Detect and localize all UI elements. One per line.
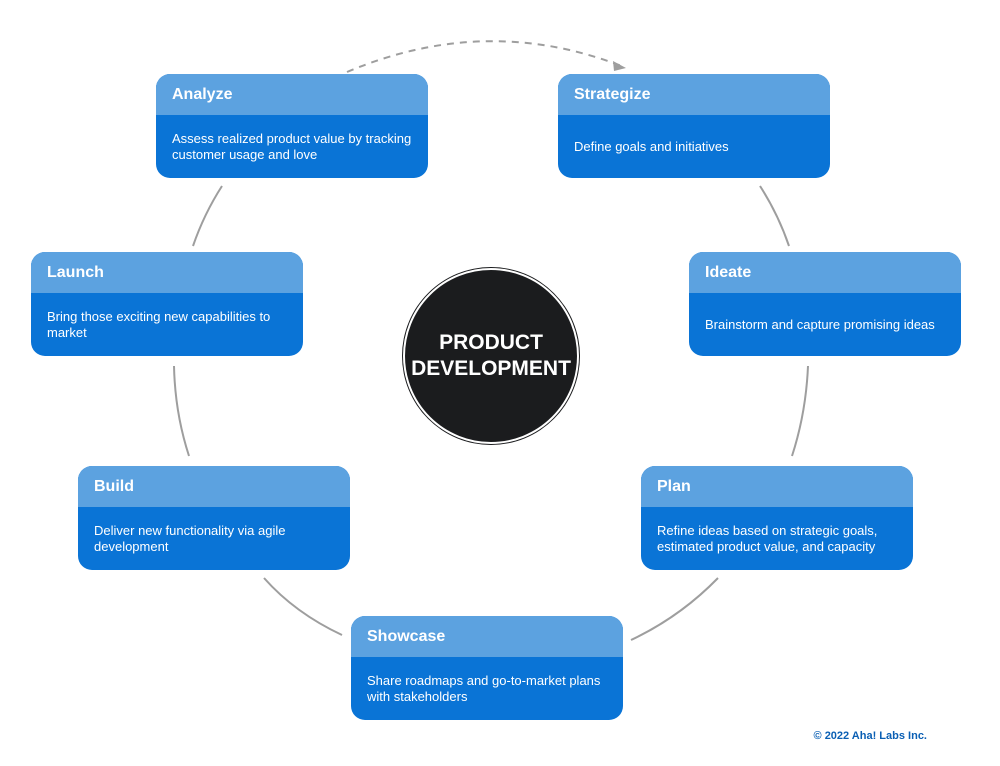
stage-description: Assess realized product value by trackin… [172, 130, 412, 162]
stage-card-ideate: Ideate Brainstorm and capture promising … [689, 252, 961, 356]
center-title-line2: DEVELOPMENT [411, 357, 571, 380]
stage-description: Share roadmaps and go-to-market plans wi… [367, 672, 601, 704]
center-hub: PRODUCT DEVELOPMENT [403, 268, 579, 444]
stage-title: Strategize [558, 74, 830, 115]
connector-showcase-to-build [263, 577, 343, 636]
stage-card-plan: Plan Refine ideas based on strategic goa… [641, 466, 913, 570]
stage-description: Define goals and initiatives [574, 138, 729, 154]
arrowhead-icon [613, 61, 626, 71]
stage-description: Brainstorm and capture promising ideas [705, 316, 935, 332]
stage-description: Deliver new functionality via agile deve… [94, 522, 286, 554]
stage-card-launch: Launch Bring those exciting new capabili… [31, 252, 303, 356]
connector-plan-to-showcase [630, 577, 719, 641]
stage-card-strategize: Strategize Define goals and initiatives [558, 74, 830, 178]
stage-card-build: Build Deliver new functionality via agil… [78, 466, 350, 570]
connector-ideate-to-plan [791, 365, 809, 457]
stage-card-showcase: Showcase Share roadmaps and go-to-market… [351, 616, 623, 720]
stage-title: Launch [31, 252, 303, 293]
stage-title: Ideate [689, 252, 961, 293]
stage-title: Showcase [351, 616, 623, 657]
connector-build-to-launch [173, 365, 190, 457]
copyright-notice: © 2022 Aha! Labs Inc. [813, 730, 927, 742]
connector-launch-to-analyze [192, 185, 223, 247]
stage-description: Refine ideas based on strategic goals, e… [657, 522, 878, 554]
stage-card-analyze: Analyze Assess realized product value by… [156, 74, 428, 178]
connector-analyze-to-strategize [346, 40, 625, 73]
center-title-line1: PRODUCT [439, 331, 543, 354]
stage-title: Analyze [156, 74, 428, 115]
stage-title: Plan [641, 466, 913, 507]
connector-strategize-to-ideate [759, 185, 790, 247]
stage-title: Build [78, 466, 350, 507]
stage-description: Bring those exciting new capabilities to… [47, 308, 271, 340]
